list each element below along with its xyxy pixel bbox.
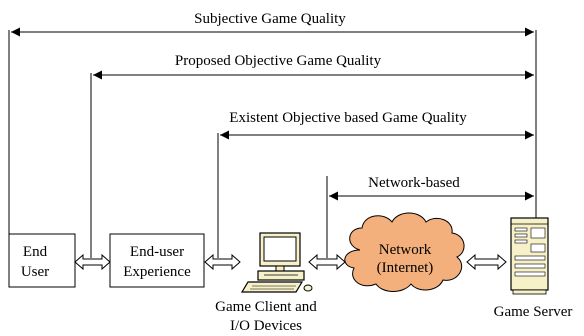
span-network-label: Network-based — [368, 175, 460, 191]
link-experience-client — [204, 253, 241, 271]
span-network: Network-based — [326, 175, 534, 258]
span-proposed: Proposed Objective Game Quality — [90, 53, 534, 258]
computer-icon — [240, 232, 313, 293]
end-user-experience-box — [109, 233, 205, 288]
span-existent: Existent Objective based Game Quality — [217, 110, 534, 258]
end-user-box — [8, 233, 76, 288]
link-network-server — [466, 253, 507, 271]
span-proposed-label: Proposed Objective Game Quality — [175, 53, 382, 69]
network-label-1: Network — [379, 242, 432, 258]
end-user-experience-label-2: Experience — [123, 264, 191, 280]
link-user-experience — [74, 253, 111, 271]
span-existent-label: Existent Objective based Game Quality — [229, 110, 467, 126]
game-client-label-1: Game Client and — [215, 299, 317, 315]
node-network: Network (Internet) — [344, 212, 465, 292]
node-end-user: End User — [8, 233, 76, 288]
node-game-client: Game Client and I/O Devices — [215, 232, 317, 334]
end-user-label-1: End — [23, 244, 48, 260]
network-label-2: (Internet) — [377, 260, 434, 276]
node-game-server: Game Server — [494, 217, 573, 320]
span-subjective: Subjective Game Quality — [8, 11, 534, 262]
server-icon — [510, 217, 549, 295]
game-client-label-2: I/O Devices — [230, 318, 302, 334]
end-user-experience-label-1: End-user — [130, 244, 184, 260]
span-subjective-label: Subjective Game Quality — [194, 11, 346, 27]
cloud-icon — [344, 212, 465, 292]
node-end-user-experience: End-user Experience — [109, 233, 205, 288]
end-user-label-2: User — [21, 264, 49, 280]
game-server-label: Game Server — [494, 304, 573, 320]
